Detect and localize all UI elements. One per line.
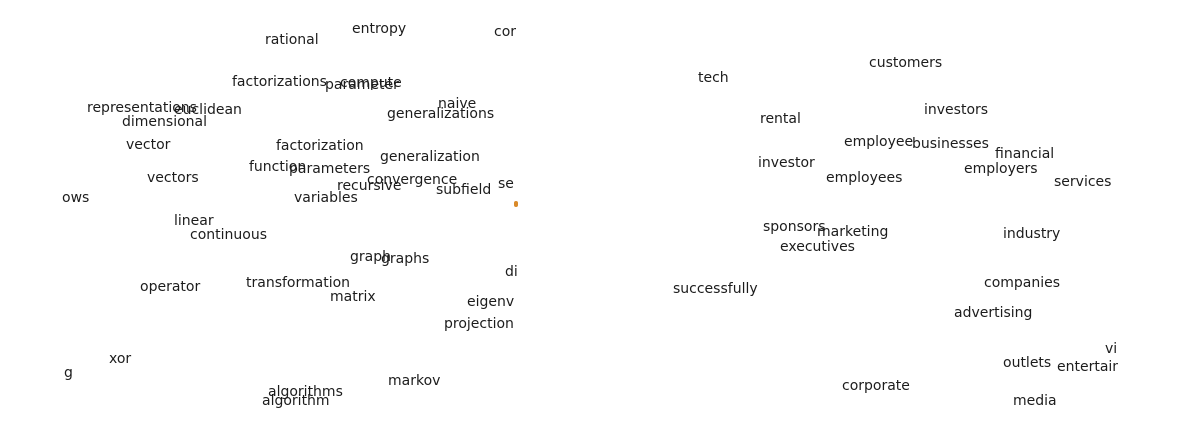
word-label: naive xyxy=(438,96,477,112)
word-label: corporate xyxy=(842,378,910,394)
word-label: employee xyxy=(844,134,914,150)
word-label: xor xyxy=(109,351,132,367)
word-label: subfield xyxy=(436,182,492,198)
word-label: companies xyxy=(984,275,1061,291)
word-label: successfully xyxy=(673,281,758,297)
word-label: operator xyxy=(140,279,201,295)
word-label: advertising xyxy=(954,305,1033,321)
word-label: generalizations xyxy=(387,106,495,122)
word-label: matrix xyxy=(330,289,376,305)
word-label: g xyxy=(64,365,73,381)
word-label: cor xyxy=(494,24,517,40)
left-word-cluster-panel: rational entropy cor factorizations comp… xyxy=(62,0,518,428)
word-label: tech xyxy=(698,70,729,86)
word-label: ows xyxy=(62,190,90,206)
word-label: financial xyxy=(995,146,1055,162)
word-label: generalization xyxy=(380,149,480,165)
word-label: vectors xyxy=(147,170,199,186)
word-label: continuous xyxy=(190,227,267,243)
word-label: graph xyxy=(350,249,391,265)
word-label: customers xyxy=(869,55,943,71)
word-label: marketing xyxy=(817,224,889,240)
word-label: projection xyxy=(444,316,514,332)
word-label: vector xyxy=(126,137,171,153)
word-label: rental xyxy=(760,111,801,127)
word-label: services xyxy=(1054,174,1112,190)
word-label: euclidean xyxy=(174,102,242,118)
word-label: variables xyxy=(294,190,358,206)
word-label: transformation xyxy=(246,275,351,291)
word-label: recursive xyxy=(337,178,402,194)
word-label: vi xyxy=(1105,341,1118,357)
word-label: dimensional xyxy=(122,114,207,130)
word-label: executives xyxy=(780,239,855,255)
word-label: eigenv xyxy=(467,294,515,310)
word-label: investors xyxy=(924,102,989,118)
right-word-cluster-panel: customers tech investors rental employee… xyxy=(662,0,1118,428)
word-label: factorizations xyxy=(232,74,327,90)
word-label: parameters xyxy=(289,161,371,177)
word-label: function xyxy=(249,159,307,175)
word-label: graphs xyxy=(381,251,430,267)
word-label: rational xyxy=(265,32,319,48)
word-label: se xyxy=(498,176,514,192)
word-label: algorithms xyxy=(268,384,343,400)
word-label: sponsors xyxy=(763,219,826,235)
word-label: employees xyxy=(826,170,903,186)
word-label: linear xyxy=(174,213,214,229)
word-label: businesses xyxy=(912,136,989,152)
word-label: outlets xyxy=(1003,355,1052,371)
word-label: media xyxy=(1013,393,1057,409)
orange-dot-marker xyxy=(514,201,518,207)
word-label: di xyxy=(505,264,518,280)
word-label: investor xyxy=(758,155,815,171)
word-label: algorithm xyxy=(262,393,330,409)
word-label: parameter xyxy=(325,77,399,93)
word-label: employers xyxy=(964,161,1038,177)
word-label: markov xyxy=(388,373,441,389)
word-label: factorization xyxy=(276,138,364,154)
word-label: compute xyxy=(340,75,402,91)
word-label: entropy xyxy=(352,21,407,37)
word-label: representations xyxy=(87,100,197,116)
word-label: convergence xyxy=(367,172,458,188)
word-label: entertain xyxy=(1057,359,1118,375)
word-label: industry xyxy=(1003,226,1061,242)
